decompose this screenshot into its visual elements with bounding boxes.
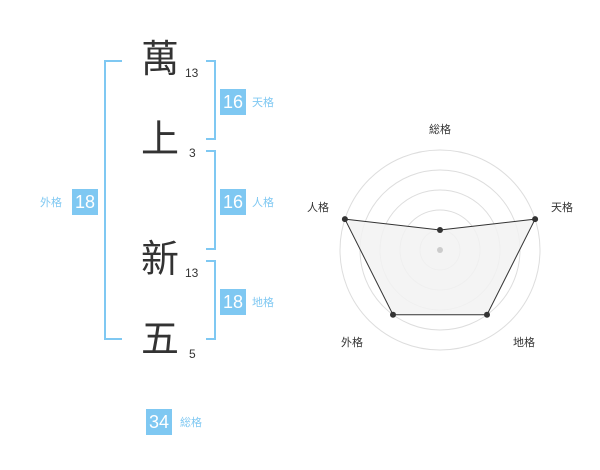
soukaku-label: 総格: [180, 416, 202, 429]
tenkaku-badge: 16: [220, 89, 246, 115]
name-char-4: 五: [140, 317, 179, 361]
name-char-3: 新: [140, 237, 179, 281]
tenkaku-bracket: [206, 60, 216, 140]
radar-label-soukaku: 総格: [429, 123, 451, 136]
soukaku-badge: 34: [146, 409, 172, 435]
radar-label-tenkaku: 天格: [551, 201, 573, 214]
radar-points: [341, 216, 539, 318]
chikaku-label: 地格: [252, 296, 274, 309]
radar-point-2: [484, 311, 490, 318]
stroke-count-1: 13: [185, 66, 199, 80]
name-char-2: 上: [140, 117, 179, 161]
radar-point-1: [532, 216, 539, 223]
stroke-count-2: 3: [189, 146, 196, 160]
radar-center-dot: [437, 247, 443, 253]
chikaku-badge: 18: [220, 289, 246, 315]
radar-label-gaikaku: 外格: [341, 336, 363, 349]
jinkaku-label: 人格: [252, 196, 274, 209]
gaikaku-badge: 18: [72, 189, 98, 215]
radar-point-4: [341, 216, 348, 223]
chikaku-bracket: [206, 260, 216, 340]
gaikaku-label: 外格: [40, 196, 62, 209]
jinkaku-badge: 16: [220, 189, 246, 215]
radar-point-0: [437, 227, 443, 233]
radar-ring-5: [339, 149, 541, 351]
radar-label-jinkaku: 人格: [307, 201, 329, 214]
stroke-count-3: 13: [185, 266, 199, 280]
radar-polygon: [344, 218, 536, 316]
jinkaku-bracket: [206, 150, 216, 250]
stroke-count-4: 5: [189, 347, 196, 361]
radar-point-3: [390, 311, 396, 318]
radar-label-chikaku: 地格: [513, 336, 535, 349]
gaikaku-bracket: [104, 60, 122, 340]
tenkaku-label: 天格: [252, 96, 274, 109]
name-char-1: 萬: [140, 37, 179, 81]
